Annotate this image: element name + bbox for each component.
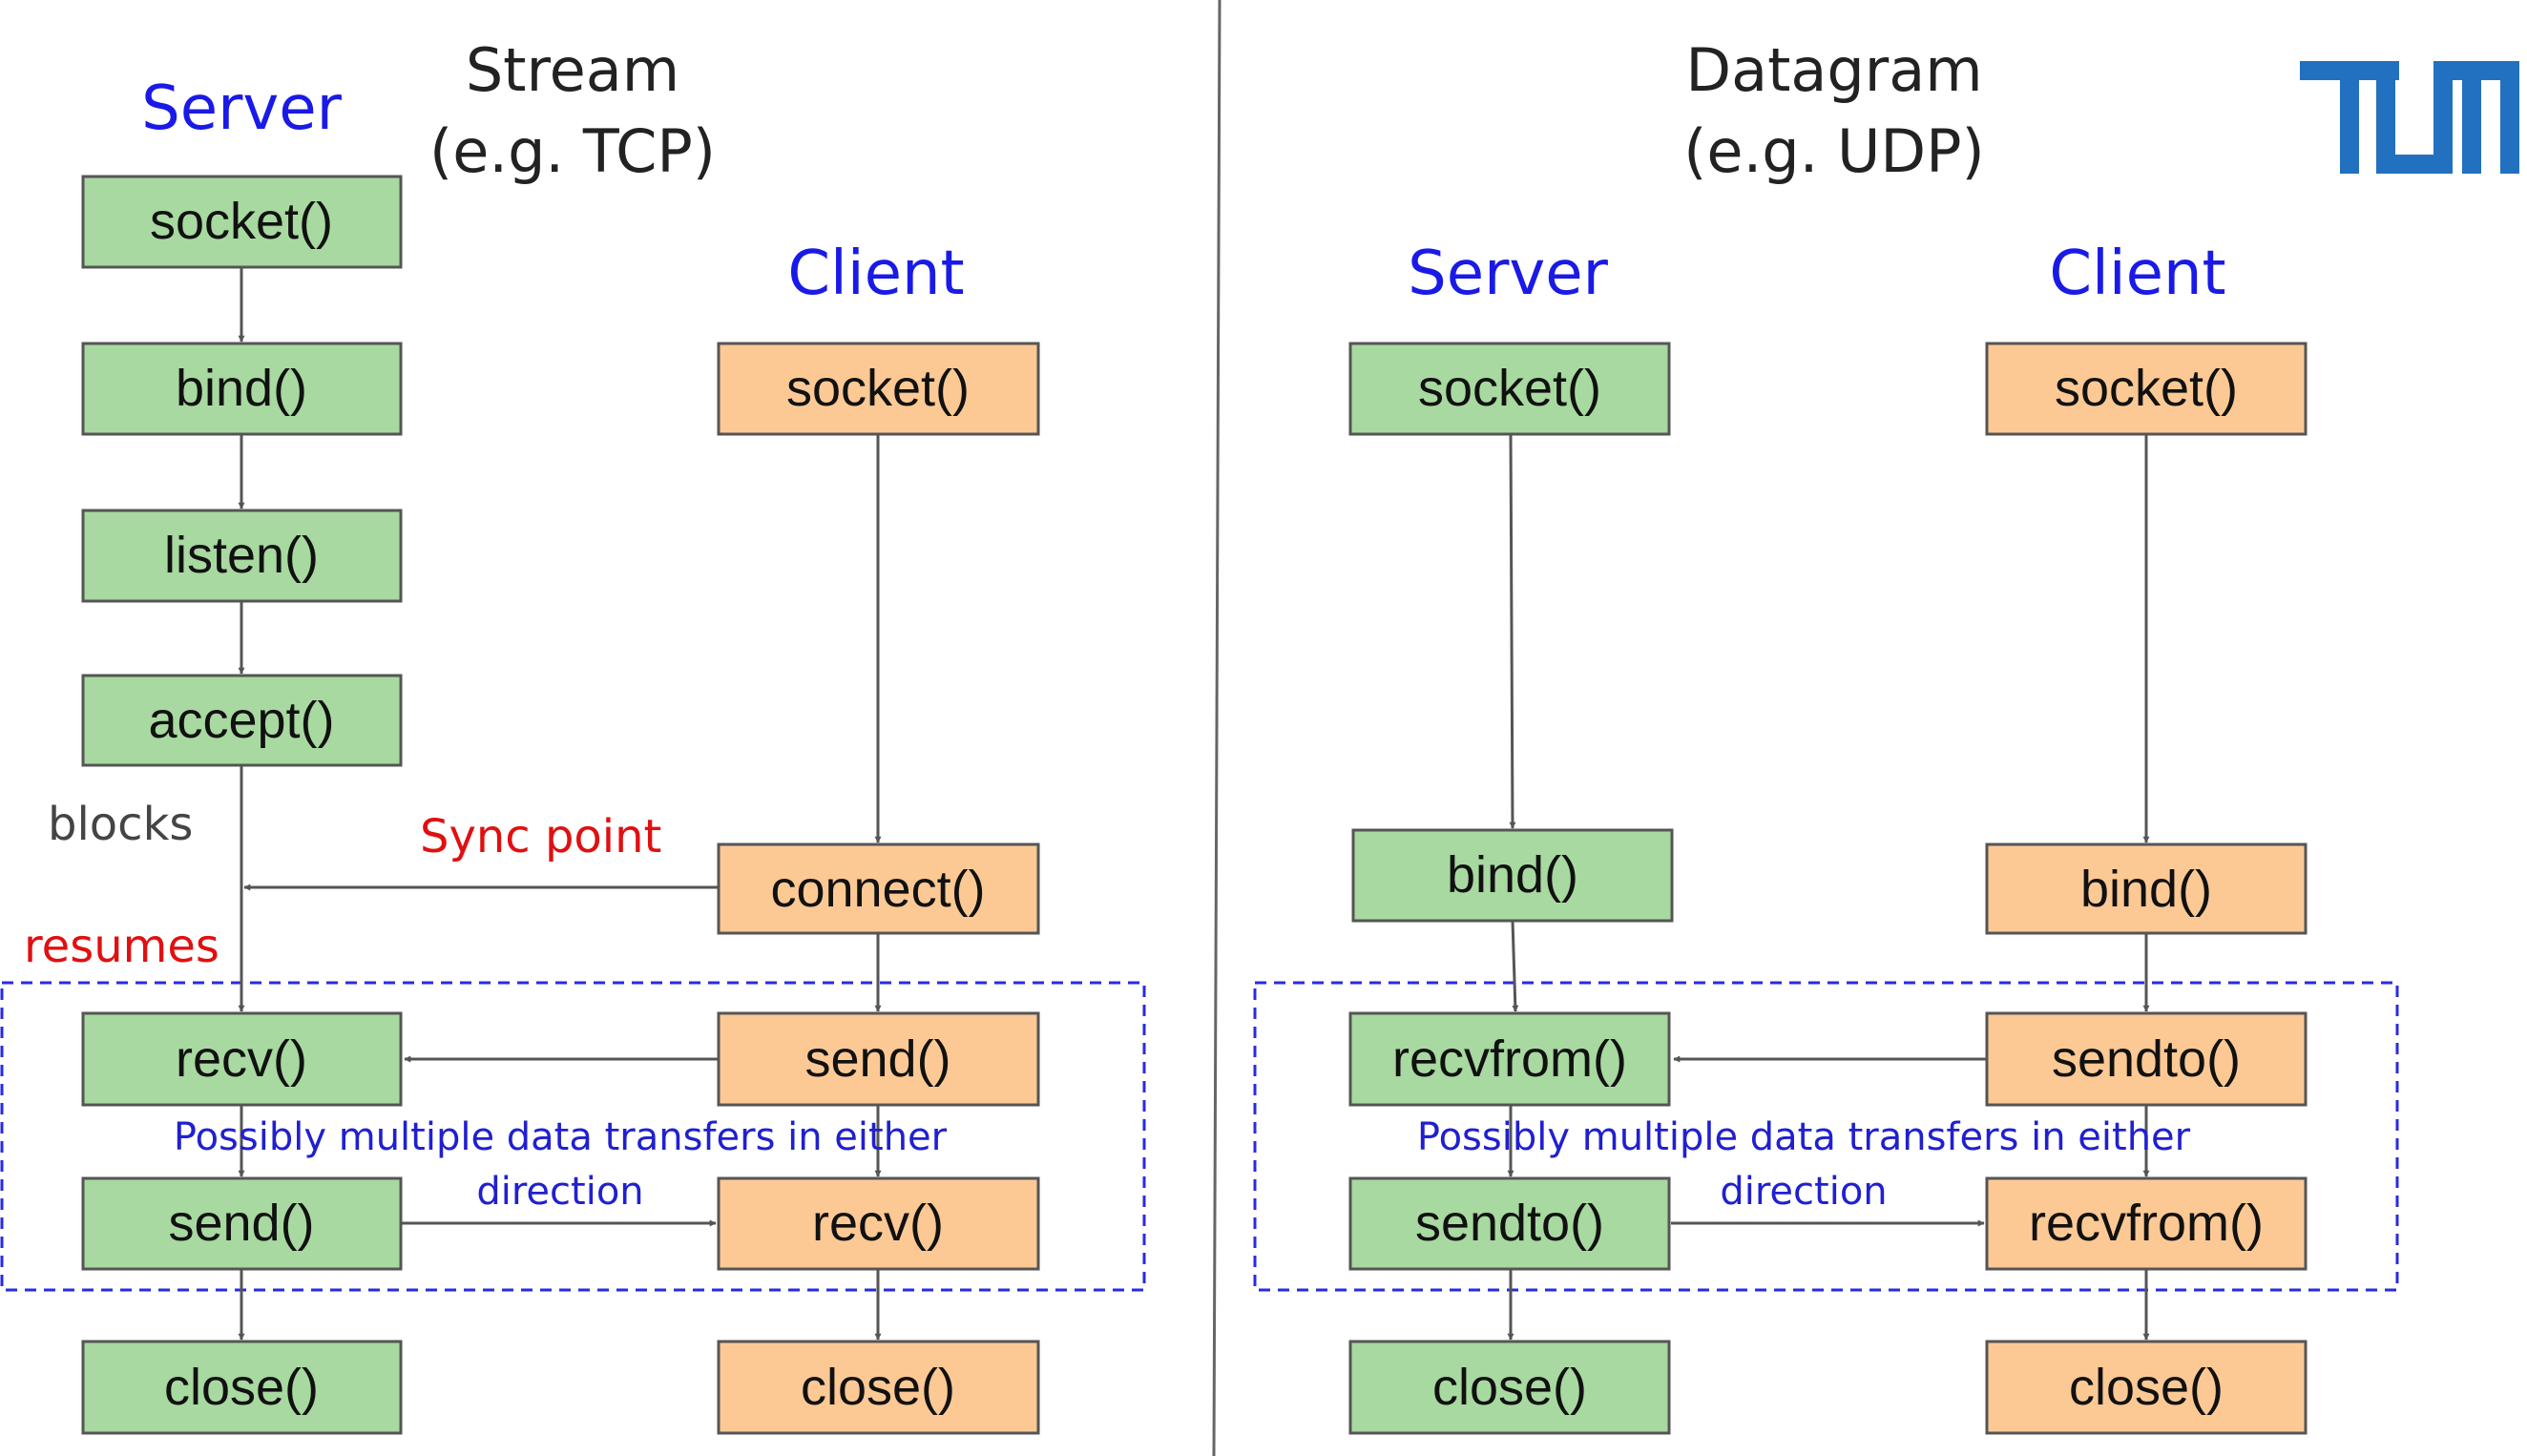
datagram-server-column: socket() bind() recvfrom() sendto() clos… (1348, 342, 1674, 1435)
datagram-client-close-label: close() (2069, 1359, 2224, 1416)
datagram-title-line1: Datagram (1685, 35, 1982, 105)
stream-server-accept-box (81, 674, 403, 767)
datagram-client-sendto-label: sendto() (2052, 1030, 2241, 1088)
tum-logo (2300, 61, 2519, 174)
stream-server-send-label: send() (168, 1195, 314, 1252)
datagram-server-bind-box (1351, 828, 1674, 923)
stream-transfer-note-line2: direction (476, 1170, 643, 1214)
stream-client-connect-box (717, 842, 1040, 935)
stream-server-accept-label: accept() (148, 692, 334, 749)
datagram-client-socket-box (1985, 342, 2308, 436)
stream-server-close-box (81, 1340, 403, 1435)
datagram-server-recvfrom-label: recvfrom() (1392, 1030, 1627, 1088)
datagram-server-sendto-box (1348, 1176, 1671, 1271)
stream-client-connect-label: connect() (770, 861, 985, 918)
stream-client-send-label: send() (804, 1030, 950, 1088)
stream-server-send-box (81, 1176, 403, 1271)
stream-server-socket-label: socket() (150, 193, 333, 250)
stream-server-column: socket() bind() listen() accept() recv()… (81, 175, 403, 1435)
datagram-arrow-server-bind-recvfrom (1511, 920, 1519, 1012)
datagram-title-line2: (e.g. UDP) (1683, 116, 1985, 186)
datagram-server-sendto-label: sendto() (1415, 1195, 1604, 1252)
datagram-server-close-box (1348, 1340, 1671, 1435)
stream-server-bind-label: bind() (176, 360, 307, 417)
datagram-client-bind-box (1985, 842, 2308, 935)
datagram-transfer-note-line2: direction (1720, 1170, 1887, 1214)
stream-server-listen-label: listen() (164, 527, 319, 584)
datagram-arrow-server-socket-bind (1509, 433, 1516, 829)
stream-connectors (238, 267, 882, 1341)
datagram-client-close-box (1985, 1340, 2308, 1435)
stream-client-recv-label: recv() (812, 1195, 944, 1252)
datagram-server-socket-label: socket() (1418, 360, 1601, 417)
datagram-client-column: socket() bind() sendto() recvfrom() clos… (1985, 342, 2308, 1435)
datagram-server-socket-box (1348, 342, 1671, 436)
datagram-client-bind-label: bind() (2080, 861, 2212, 918)
stream-client-send-box (717, 1011, 1040, 1107)
datagram-client-socket-label: socket() (2055, 360, 2238, 417)
resumes-label: resumes (24, 920, 219, 973)
stream-client-recv-box (717, 1176, 1040, 1271)
datagram-client-recvfrom-label: recvfrom() (2029, 1195, 2264, 1252)
stream-client-column: socket() connect() send() recv() close() (717, 342, 1040, 1435)
stream-transfer-note-line1: Possibly multiple data transfers in eith… (174, 1115, 948, 1159)
section-divider (1212, 0, 1222, 1456)
datagram-server-bind-label: bind() (1447, 846, 1578, 904)
stream-server-close-label: close() (164, 1359, 319, 1416)
stream-title-line2: (e.g. TCP) (429, 116, 716, 186)
stream-server-socket-box (81, 175, 403, 269)
datagram-client-sendto-box (1985, 1011, 2308, 1107)
datagram-server-heading: Server (1408, 239, 1609, 309)
blocks-label: blocks (48, 798, 193, 851)
stream-client-heading: Client (787, 239, 964, 309)
stream-client-socket-box (717, 342, 1040, 436)
stream-server-recv-label: recv() (176, 1030, 307, 1088)
datagram-transfer-note-line1: Possibly multiple data transfers in eith… (1417, 1115, 2191, 1159)
stream-server-heading: Server (141, 73, 343, 144)
stream-client-close-label: close() (801, 1359, 955, 1416)
stream-server-bind-box (81, 342, 403, 436)
stream-title-line1: Stream (466, 35, 679, 105)
datagram-client-heading: Client (2049, 239, 2225, 309)
stream-client-close-box (717, 1340, 1040, 1435)
stream-server-listen-box (81, 509, 403, 603)
datagram-client-recvfrom-box (1985, 1176, 2308, 1271)
sync-point-label: Sync point (420, 810, 661, 863)
stream-client-socket-label: socket() (786, 360, 970, 417)
datagram-server-close-label: close() (1432, 1359, 1587, 1416)
datagram-connectors (1507, 433, 2150, 1341)
datagram-server-recvfrom-box (1348, 1011, 1671, 1107)
stream-server-recv-box (81, 1011, 403, 1107)
